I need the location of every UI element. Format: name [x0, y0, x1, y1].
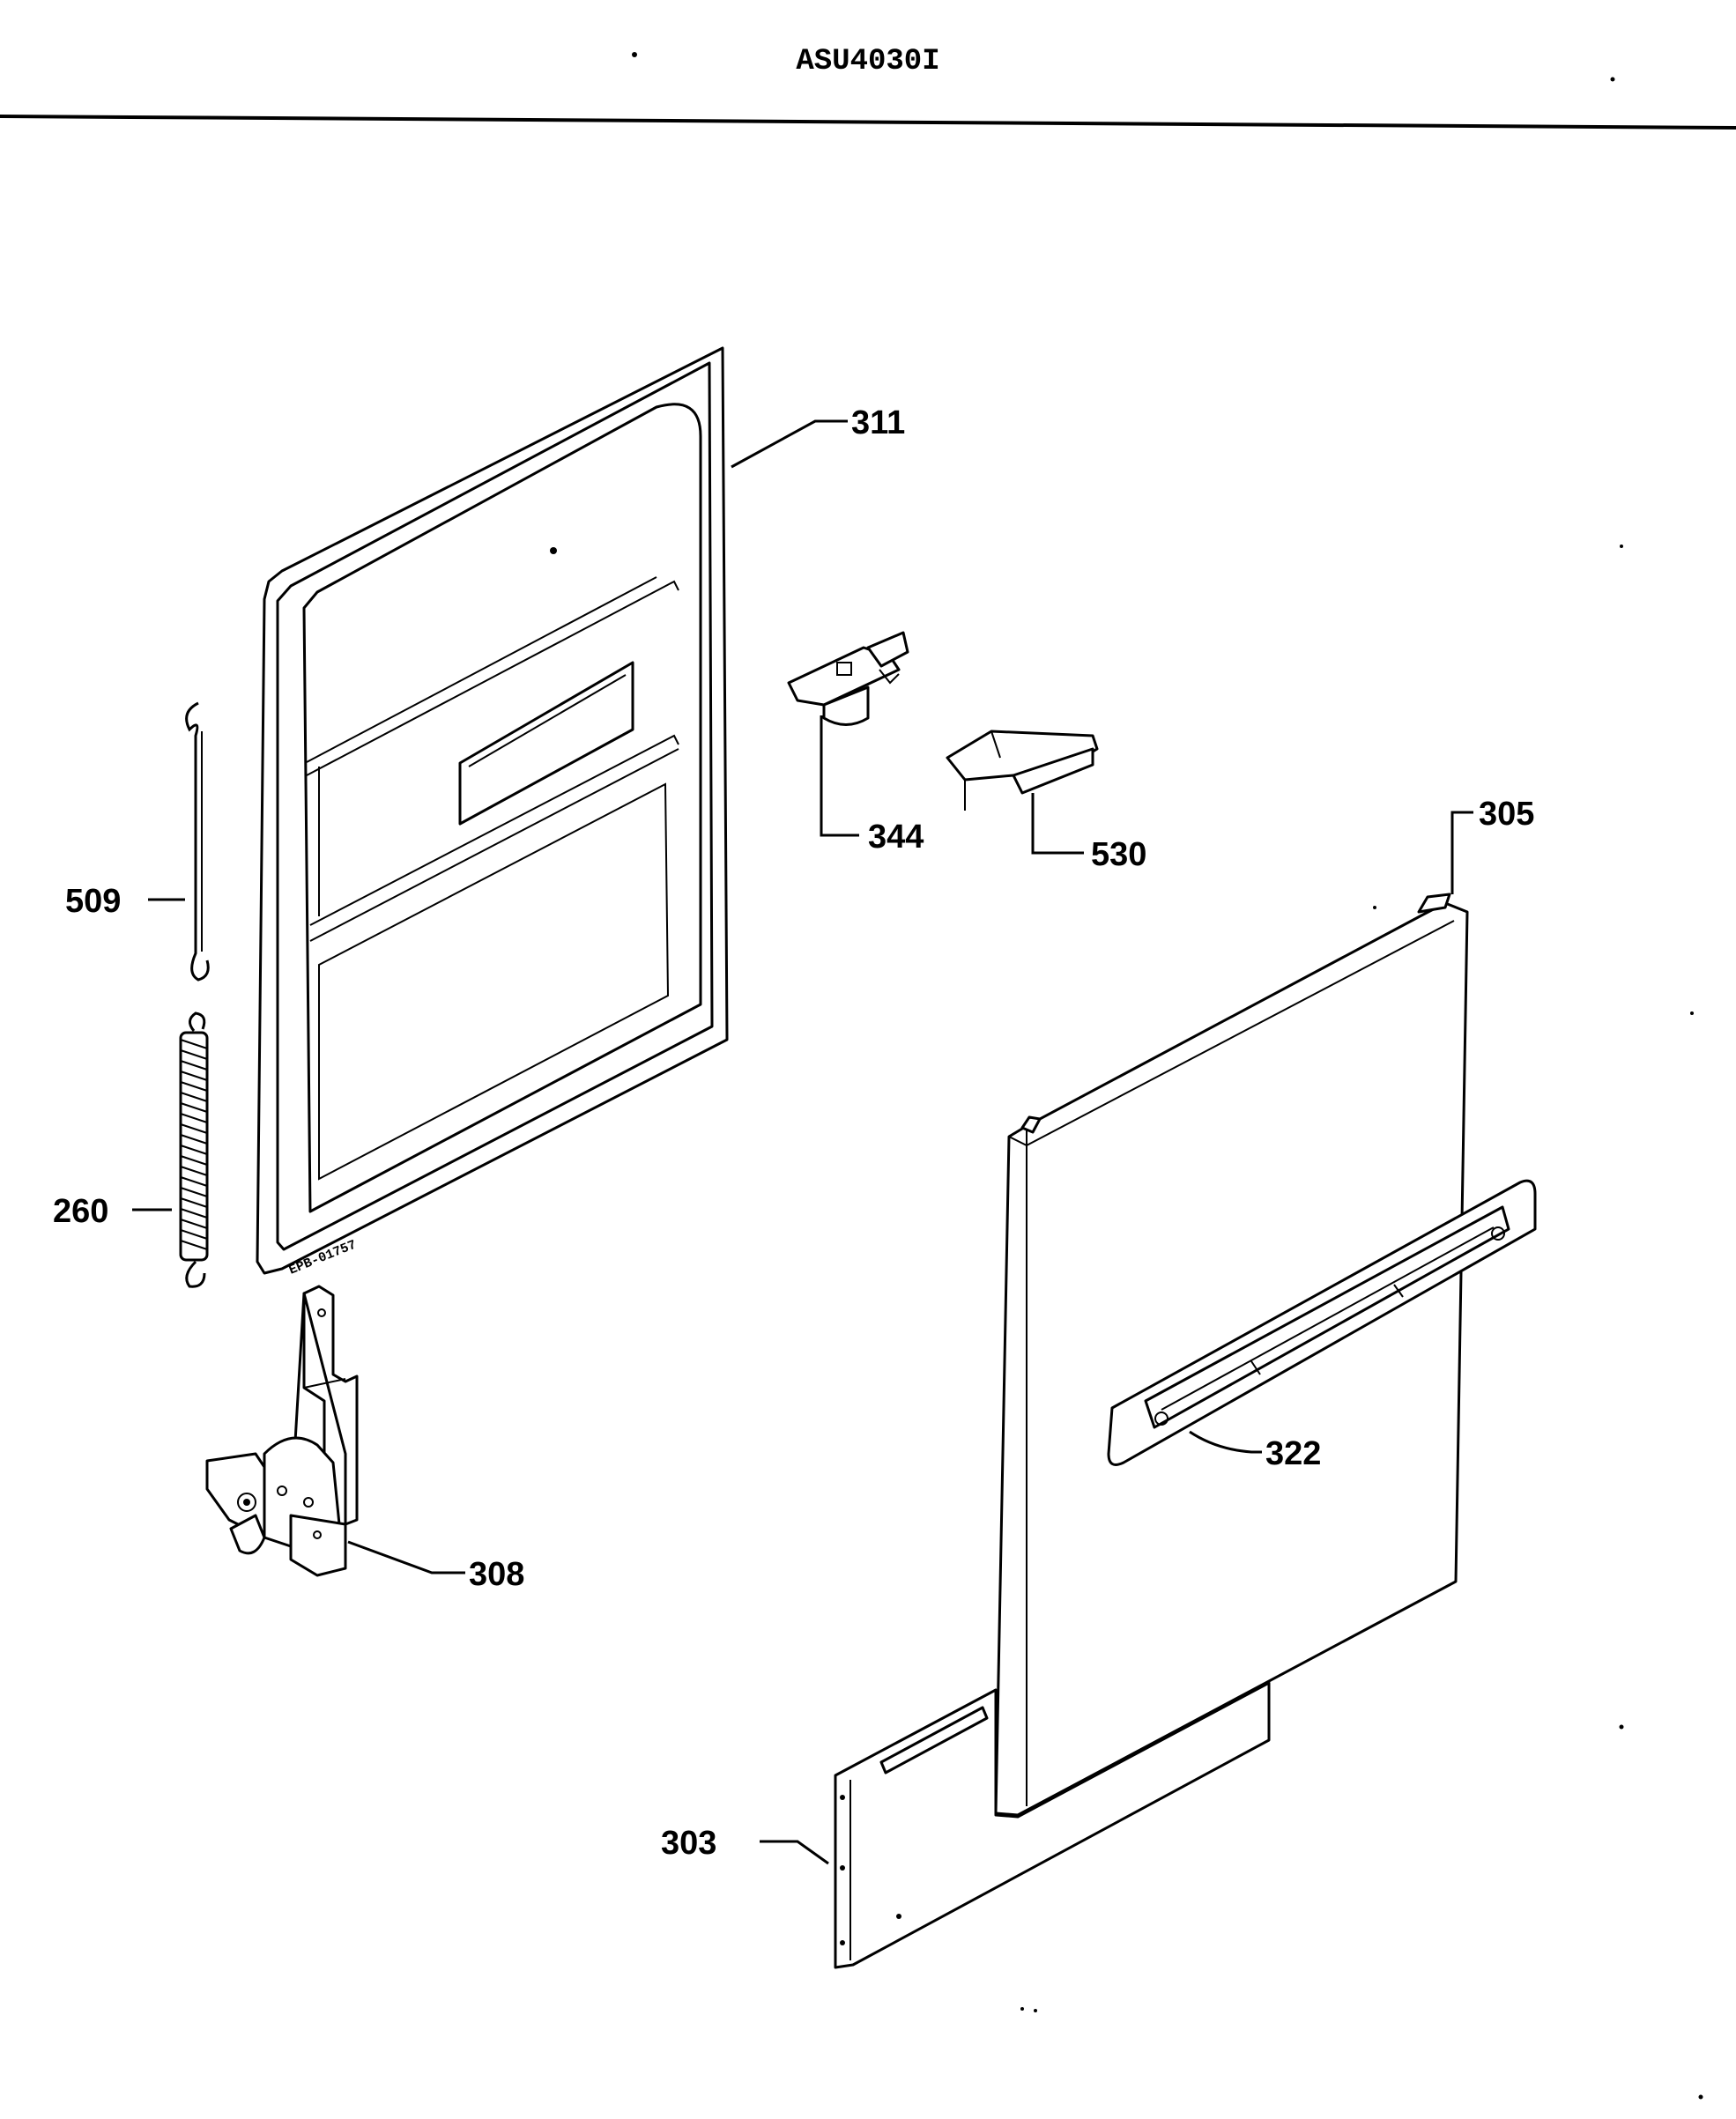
- inner-door-panel-311: EPB-01757: [256, 346, 729, 1278]
- leader-308: [347, 1540, 465, 1574]
- label-303: 303: [661, 1825, 716, 1862]
- label-308: 308: [469, 1556, 524, 1593]
- label-305: 305: [1479, 796, 1534, 833]
- scan-speckles: [632, 52, 1703, 2100]
- label-311: 311: [851, 404, 905, 441]
- leader-303: [760, 1840, 829, 1865]
- kick-plate-303: [834, 1681, 1271, 1969]
- door-handle-322: [1107, 1179, 1537, 1466]
- tension-spring-260: [179, 1011, 209, 1288]
- leader-344: [820, 715, 859, 837]
- label-509: 509: [65, 883, 121, 920]
- label-260: 260: [53, 1193, 108, 1230]
- label-344: 344: [868, 819, 924, 856]
- label-322: 322: [1265, 1435, 1321, 1472]
- leader-530: [1031, 793, 1084, 855]
- leader-322: [1189, 1430, 1262, 1454]
- header-rule: [0, 115, 1736, 130]
- leader-311: [731, 419, 848, 469]
- label-530: 530: [1091, 836, 1146, 873]
- latch-344: [787, 631, 909, 726]
- leader-305: [1450, 811, 1473, 894]
- model-title: ASU4030I: [796, 45, 939, 78]
- spring-rod-509: [185, 701, 210, 982]
- latch-handle-530: [946, 730, 1099, 811]
- hinge-308: [205, 1285, 359, 1577]
